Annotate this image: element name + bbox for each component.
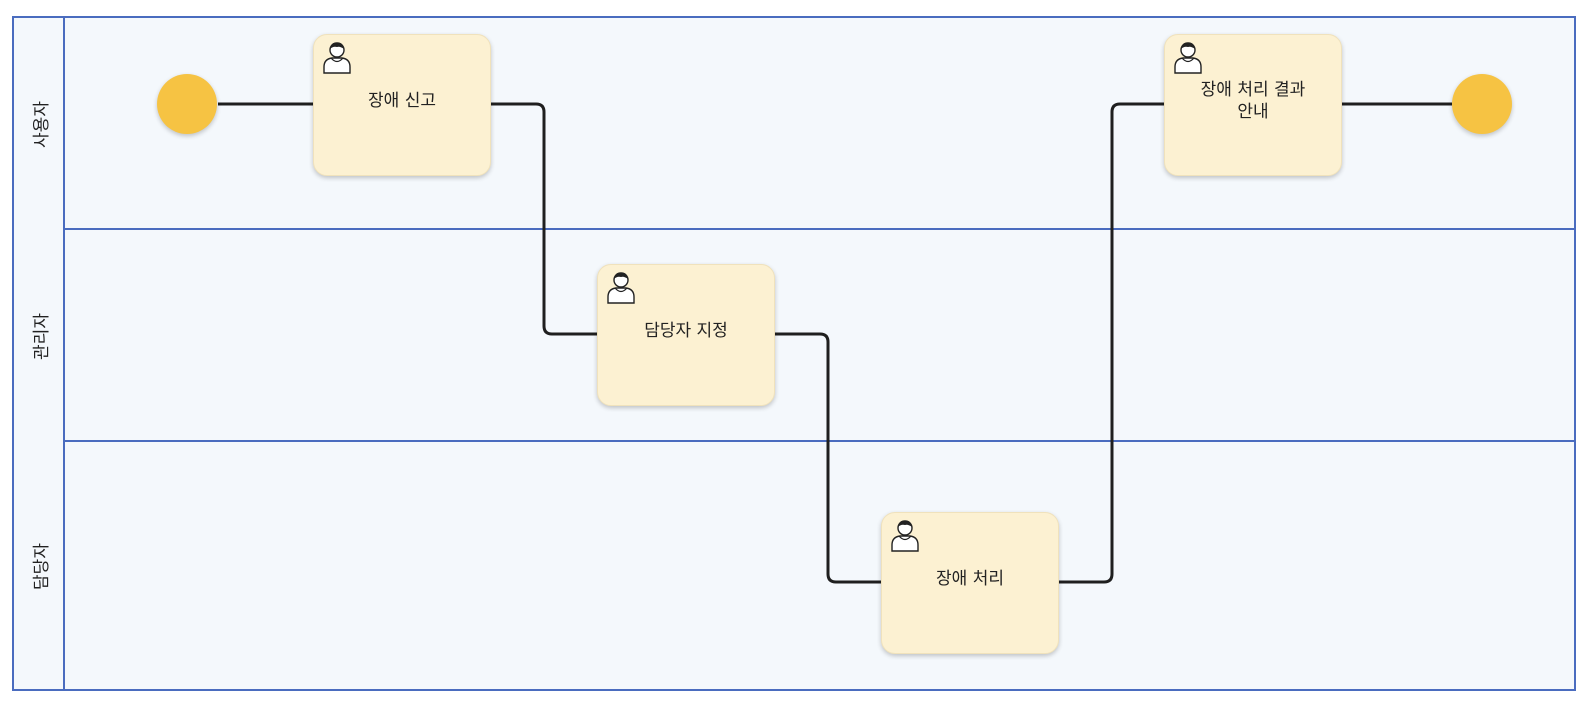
user-icon [891, 520, 919, 552]
end-event[interactable] [1452, 74, 1512, 134]
task-label: 장애 처리 [936, 569, 1004, 589]
lane-label-user: 사용자 [14, 18, 65, 230]
task-report-failure[interactable]: 장애 신고 [313, 34, 491, 176]
lane-label-assignee: 담당자 [14, 442, 65, 691]
task-label: 장애 처리 결과 안내 [1200, 80, 1306, 122]
lane-assignee-label: 담당자 [31, 543, 52, 590]
start-event[interactable] [157, 74, 217, 134]
user-icon [1174, 42, 1202, 74]
task-label: 장애 신고 [368, 91, 436, 111]
user-icon [323, 42, 351, 74]
pool-header [14, 18, 65, 689]
task-handle-failure[interactable]: 장애 처리 [881, 512, 1059, 654]
lane-divider [65, 440, 1574, 442]
lane-manager-label: 관리자 [31, 312, 52, 360]
task-notify-result[interactable]: 장애 처리 결과 안내 [1164, 34, 1342, 176]
user-icon [607, 272, 635, 304]
task-assign-owner[interactable]: 담당자 지정 [597, 264, 775, 406]
lane-label-manager: 관리자 [14, 230, 65, 442]
lane-user-label: 사용자 [31, 100, 52, 148]
task-label: 담당자 지정 [644, 321, 728, 341]
lane-divider [65, 228, 1574, 230]
